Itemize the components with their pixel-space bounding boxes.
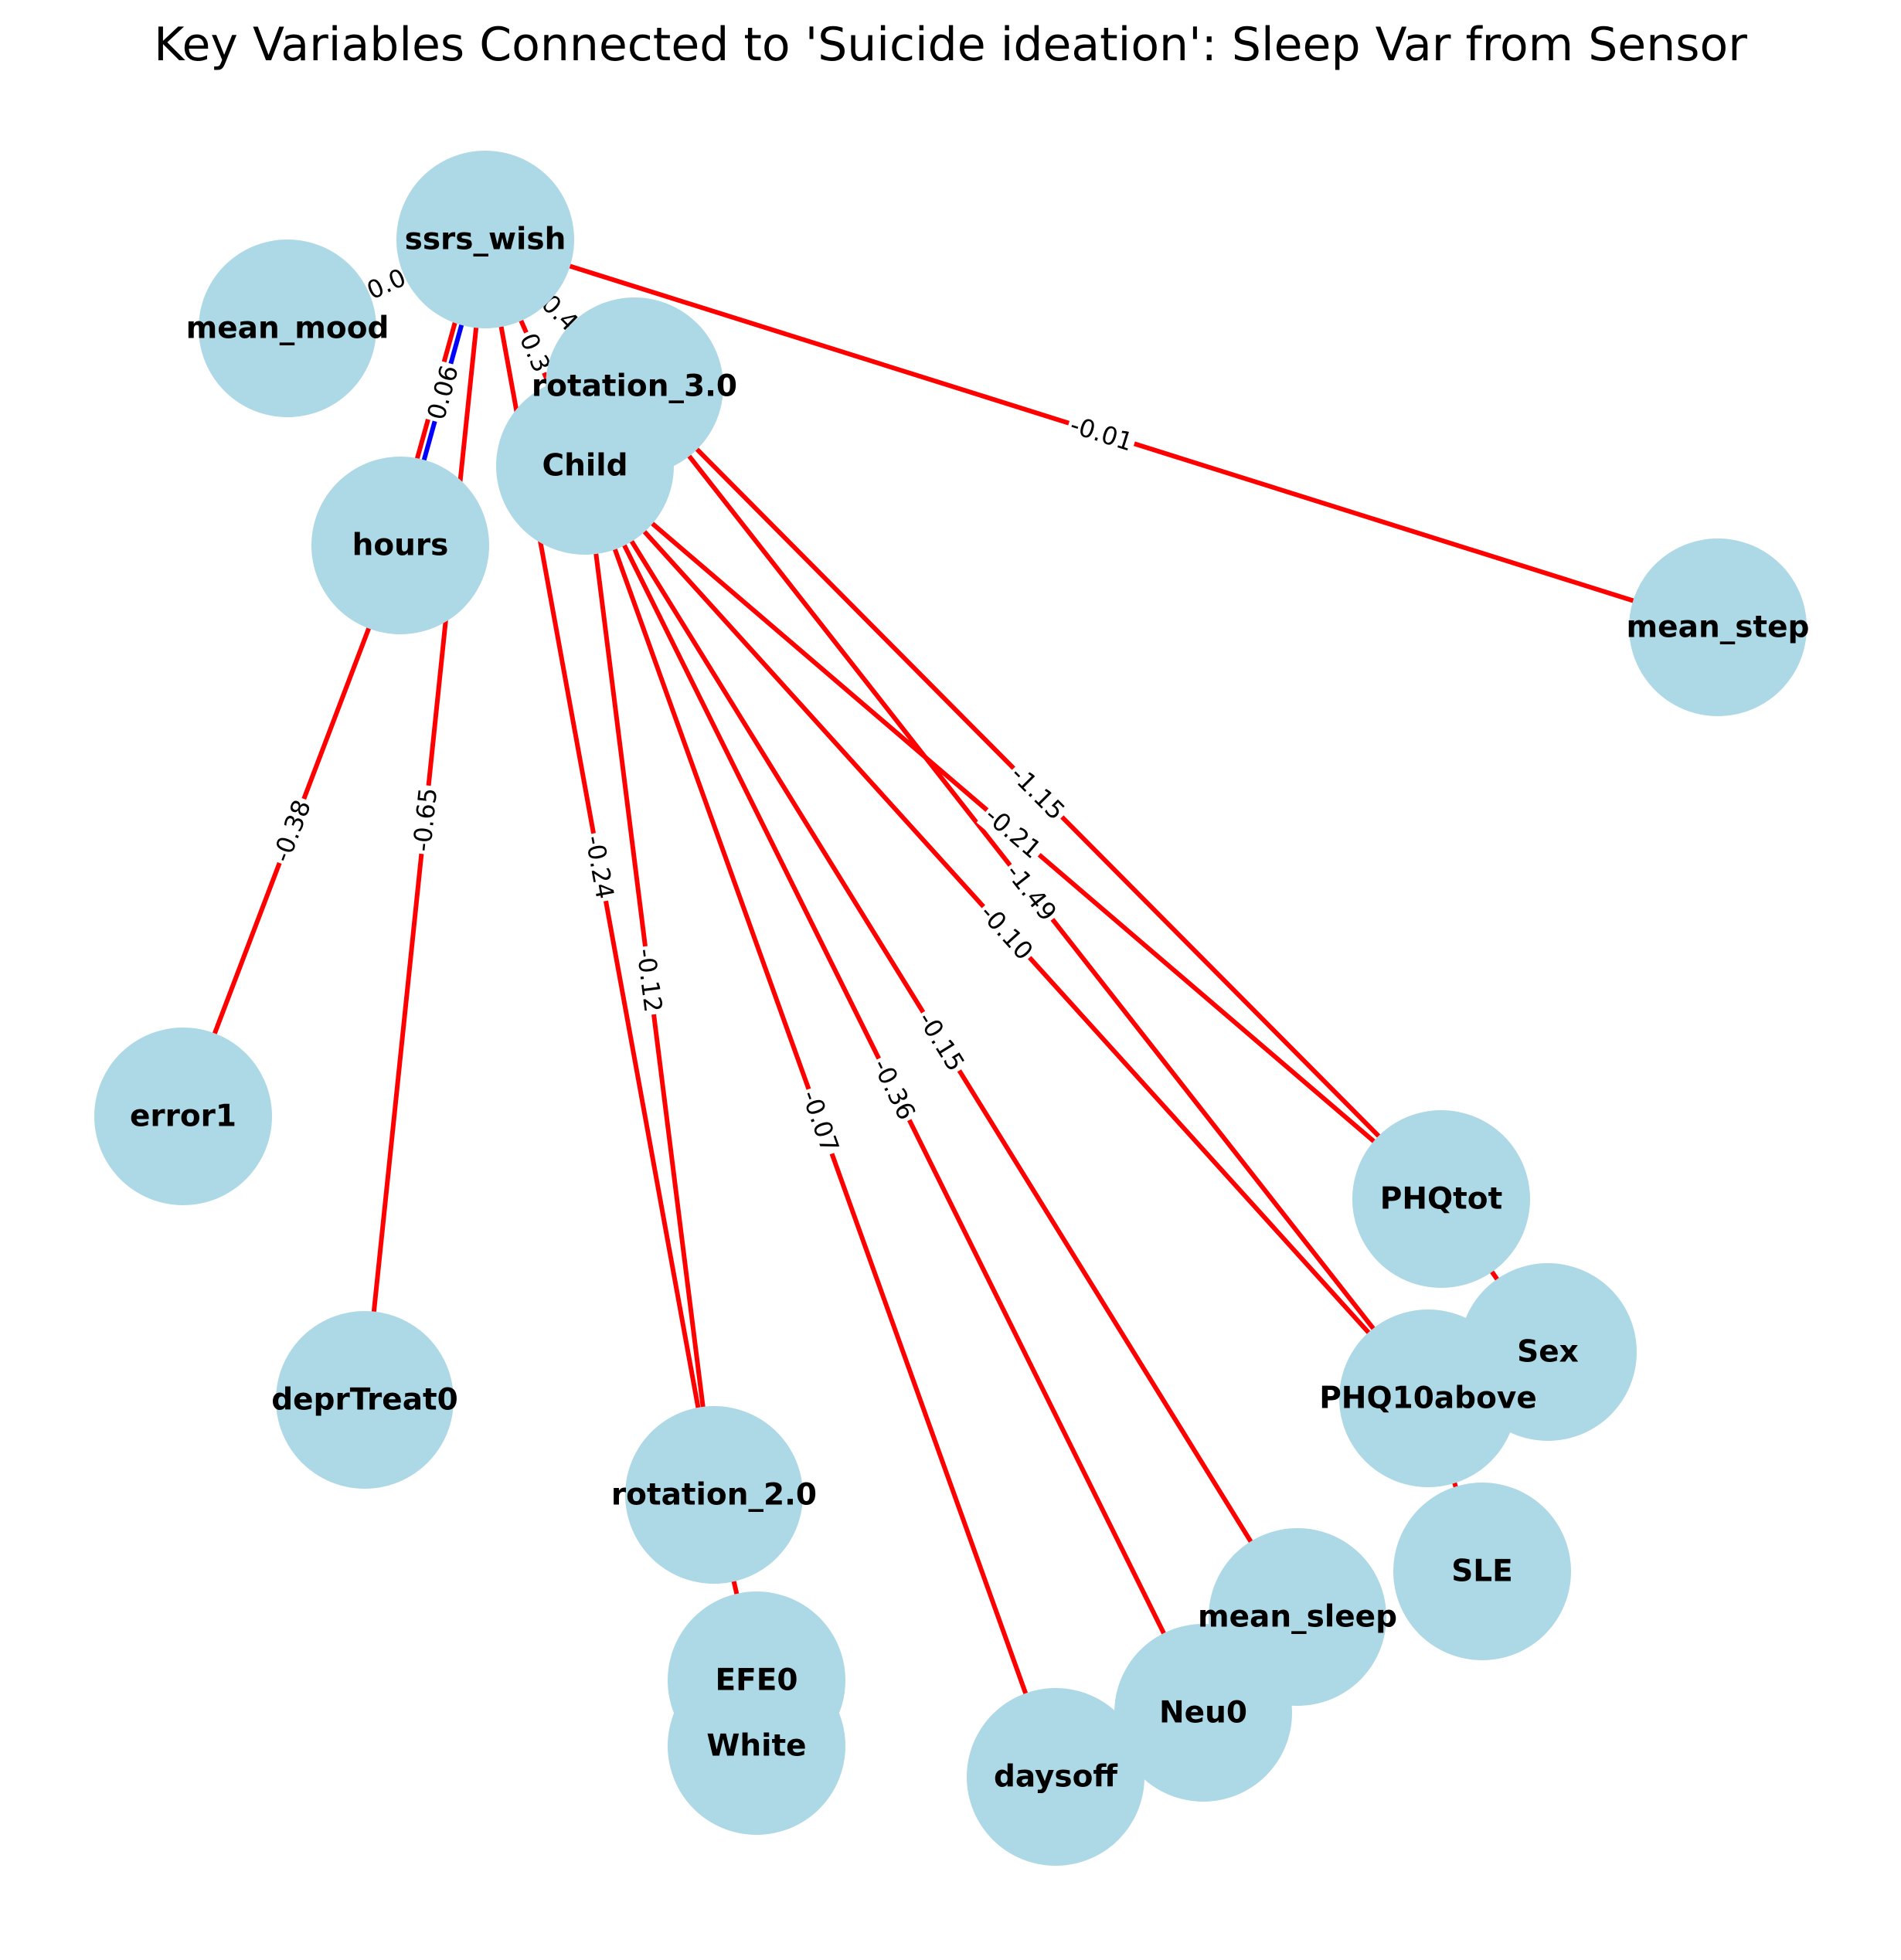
node-mean_step [1629, 538, 1807, 716]
edge-label-background [971, 895, 1042, 969]
edge-label-background [264, 793, 319, 869]
node-label-Neu0: Neu0 [1159, 1696, 1247, 1731]
edge-label-background [997, 855, 1066, 929]
node-ssrs_wish [396, 151, 574, 328]
node-label-deprTreat0: deprTreat0 [271, 1383, 458, 1418]
node-error1 [94, 1028, 272, 1205]
node-deprTreat0 [276, 1311, 454, 1489]
edge-label-background [1063, 407, 1140, 460]
edge-label-group: -0.65 [405, 783, 445, 856]
edge-label-background [1002, 756, 1074, 829]
node-PHQtot [1352, 1110, 1530, 1288]
node-label-mean_mood: mean_mood [186, 311, 389, 346]
node-Child [496, 377, 674, 555]
edge-label-background [511, 326, 559, 379]
edge-weight-label: -0.65 [407, 786, 443, 853]
node-label-PHQ10above: PHQ10above [1319, 1381, 1537, 1416]
node-label-SLE: SLE [1451, 1554, 1513, 1589]
node-White [668, 1657, 845, 1835]
edge-label-background [629, 944, 670, 1017]
edge-label-background [577, 831, 622, 904]
node-hours [311, 457, 489, 634]
node-label-Sex: Sex [1517, 1335, 1579, 1370]
node-label-PHQtot: PHQtot [1380, 1182, 1502, 1217]
node-daysoff [967, 1688, 1144, 1866]
node-mean_mood [199, 239, 376, 417]
node-label-ssrs_wish: ssrs_wish [405, 222, 566, 257]
chart-title: Key Variables Connected to 'Suicide idea… [154, 18, 1747, 72]
edge-label-background [909, 1004, 974, 1079]
edge-label-background [359, 260, 413, 308]
node-Neu0 [1114, 1624, 1292, 1802]
node-label-rotation_3.0: rotation_3.0 [532, 369, 737, 404]
edge-label-background [793, 1083, 848, 1160]
node-label-hours: hours [352, 528, 449, 563]
edge-label-group: -1.15 [1002, 756, 1074, 829]
edge-label-background [405, 783, 445, 856]
node-SLE [1393, 1483, 1571, 1660]
node-PHQ10above [1339, 1309, 1517, 1487]
node-label-rotation_2.0: rotation_2.0 [611, 1478, 817, 1513]
edge-label-group: -0.12 [629, 944, 670, 1017]
edge-label-background [419, 359, 467, 426]
edge-label-group: -0.10 [971, 895, 1042, 969]
node-label-Child: Child [542, 449, 627, 484]
node-label-error1: error1 [130, 1099, 236, 1134]
node-label-White: White [706, 1729, 806, 1764]
node-label-mean_sleep: mean_sleep [1198, 1600, 1397, 1635]
node-label-mean_step: mean_step [1627, 610, 1810, 645]
edge-label-background [864, 1051, 924, 1128]
node-label-daysoff: daysoff [994, 1760, 1117, 1795]
edge-label-background [976, 797, 1050, 868]
node-label-EFE0: EFE0 [715, 1663, 797, 1698]
node-rotation_2.0 [625, 1406, 803, 1584]
edge-label-group: -0.24 [577, 831, 622, 904]
